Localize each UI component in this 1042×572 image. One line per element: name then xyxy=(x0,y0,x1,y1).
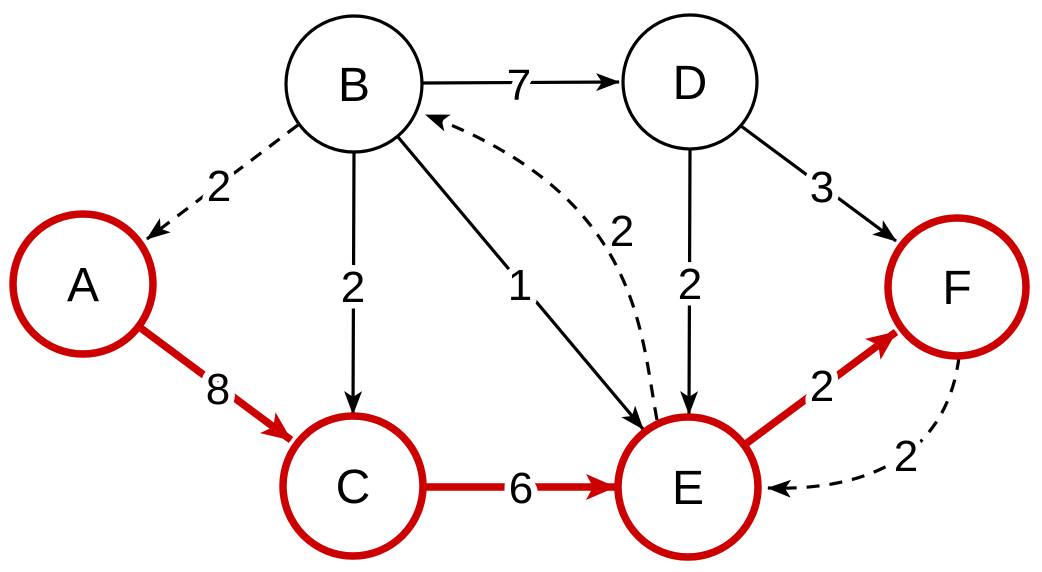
node-A-label: A xyxy=(67,259,99,312)
edge-A-C xyxy=(135,322,294,444)
edge-E-B-weight-label: 2 xyxy=(610,207,634,256)
node-A-shape xyxy=(9,210,157,358)
node-A: A xyxy=(9,210,157,358)
edge-D-F-weight-label: 3 xyxy=(810,163,834,212)
edge-E-F xyxy=(744,328,899,447)
node-D: D xyxy=(621,13,759,151)
node-E-label: E xyxy=(672,462,704,515)
edge-B-C xyxy=(344,151,363,415)
node-D-label: D xyxy=(673,57,708,110)
node-E: E xyxy=(614,413,762,561)
edge-F-E xyxy=(767,356,961,498)
nodes-layer: A B C D E F xyxy=(9,13,1030,561)
edge-B-A xyxy=(146,123,299,241)
edge-D-F xyxy=(740,124,897,243)
edge-B-C-weight-label: 2 xyxy=(341,263,365,312)
edge-E-F-weight-label: 2 xyxy=(810,362,834,411)
edge-C-E-weight-label: 6 xyxy=(509,464,533,513)
node-F: F xyxy=(884,214,1030,360)
node-B-label: B xyxy=(338,59,370,112)
edge-B-E xyxy=(396,135,645,431)
node-B: B xyxy=(284,14,424,154)
node-F-label: F xyxy=(942,262,971,315)
node-E-shape xyxy=(614,413,762,561)
edge-D-E-weight-label: 2 xyxy=(678,260,702,309)
node-D-shape xyxy=(621,13,759,151)
edge-B-A-weight-label: 2 xyxy=(207,162,231,211)
node-F-shape xyxy=(884,214,1030,360)
edge-B-E-weight-label: 1 xyxy=(508,261,532,310)
edge-B-D-weight-label: 7 xyxy=(507,61,531,110)
edge-E-B xyxy=(425,113,659,421)
node-C-shape xyxy=(279,412,427,560)
edge-A-C-weight-label: 8 xyxy=(206,365,230,414)
edge-B-D xyxy=(422,73,620,92)
edges-layer xyxy=(135,73,961,500)
node-C-label: C xyxy=(336,461,371,514)
node-C: C xyxy=(279,412,427,560)
node-B-shape xyxy=(284,14,424,154)
edge-D-E xyxy=(680,149,699,415)
edge-F-E-weight-label: 2 xyxy=(894,432,918,481)
